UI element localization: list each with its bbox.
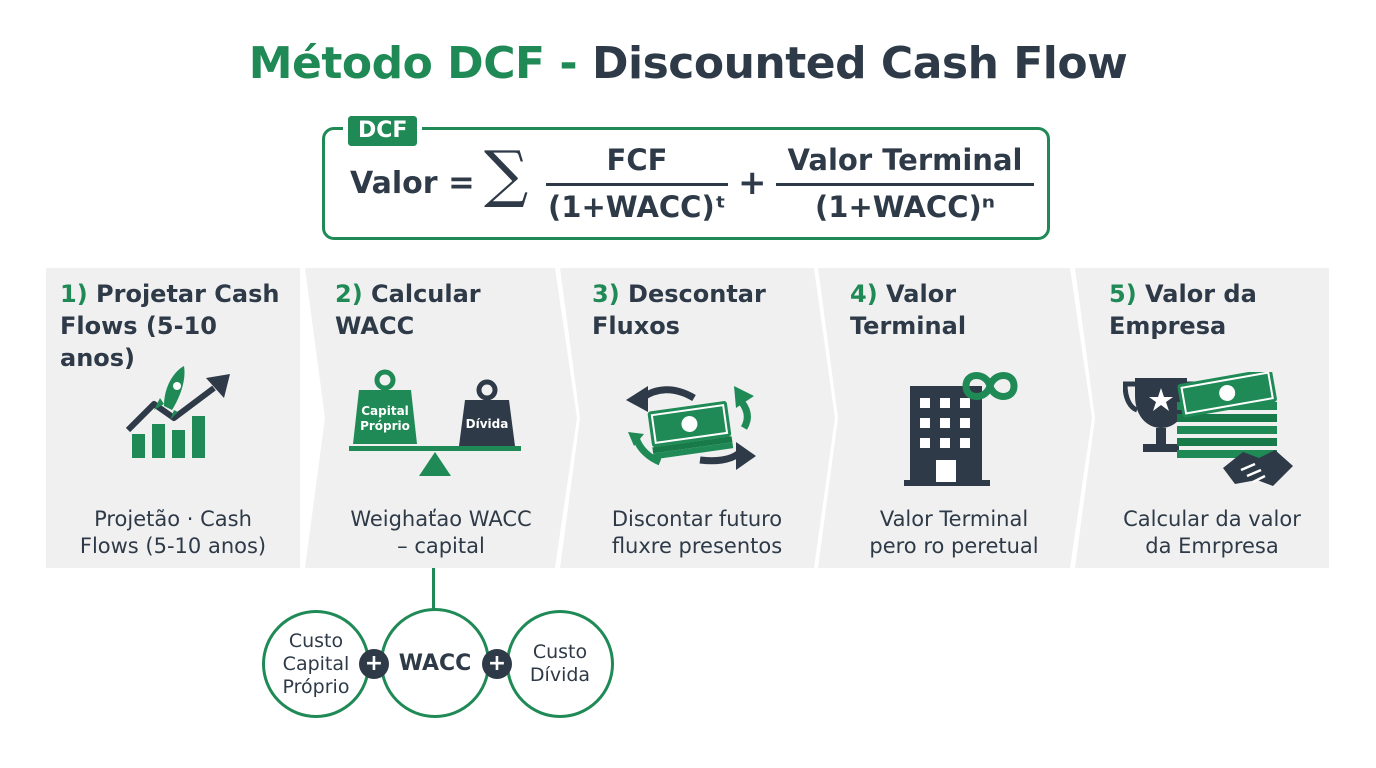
formula-fraction-terminal: Valor Terminal (1+WACC)ⁿ — [776, 143, 1034, 224]
step-desc-line: Discontar futuro — [611, 507, 783, 531]
plus-icon: + — [359, 649, 389, 679]
step-number: 2) — [335, 280, 363, 308]
fraction-numerator: FCF — [606, 143, 668, 177]
circle-text-line: WACC — [398, 650, 472, 676]
step-5-description: Calcular da valor da Emrpresa — [1095, 506, 1329, 560]
step-number: 1) — [60, 280, 88, 308]
weight-label-equity-line: Capital — [361, 404, 409, 418]
circle-text-line: Custo — [532, 641, 588, 663]
weight-label-debt: Dívida — [466, 417, 509, 431]
money-cycle-arrows-icon — [626, 386, 756, 470]
fraction-denominator: (1+WACC)ⁿ — [815, 190, 995, 224]
step-desc-line: pero ro peretual — [869, 534, 1039, 558]
weight-label-equity-line: Próprio — [360, 419, 410, 433]
step-desc-line: Calcular da valor — [1123, 507, 1301, 531]
step-title-line: Valor da — [1136, 280, 1257, 308]
step-title-line: Empresa — [1109, 312, 1227, 340]
fraction-denominator: (1+WACC)ᵗ — [548, 190, 726, 224]
step-2-description: Weighaťao WACC – capital — [325, 506, 557, 560]
step-desc-line: – capital — [397, 534, 485, 558]
step-4-description: Valor Terminal pero ro peretual — [838, 506, 1070, 560]
step-desc-line: da Emrpresa — [1145, 534, 1279, 558]
step-number: 3) — [592, 280, 620, 308]
building-infinity-icon — [904, 372, 1018, 486]
circle-text-line: Próprio — [282, 675, 350, 698]
fraction-numerator: Valor Terminal — [787, 143, 1023, 177]
rocket-growth-chart-icon — [125, 366, 230, 458]
formula-tag: DCF — [342, 111, 423, 151]
formula-lhs: Valor — [350, 166, 438, 201]
step-5-panel: 5) Valor da Empresa Calcular da valor da E… — [1075, 268, 1329, 568]
fraction-bar — [776, 183, 1034, 186]
step-title-line: Descontar — [619, 280, 766, 308]
step-5-title: 5) Valor da Empresa — [1109, 278, 1257, 342]
title-subtitle: Discounted Cash Flow — [591, 38, 1128, 89]
step-title-line: Terminal — [850, 312, 967, 340]
step-desc-line: Weighaťao WACC — [350, 507, 532, 531]
step-desc-line: Flows (5-10 anos) — [79, 534, 267, 558]
formula-box — [322, 127, 1050, 240]
formula-plus: + — [738, 163, 767, 203]
title-method: Método DCF — [248, 38, 545, 89]
circle-text-line: Dívida — [529, 664, 591, 686]
wacc-connector-line — [432, 568, 435, 610]
circle-wacc: WACC — [380, 608, 490, 718]
formula-sigma: ∑ — [484, 137, 529, 210]
page-title: Método DCF - Discounted Cash Flow — [0, 38, 1376, 89]
trophy-money-handshake-icon — [1123, 372, 1293, 486]
step-3-description: Discontar futuro fluxre presentos — [580, 506, 814, 560]
step-number: 4) — [850, 280, 878, 308]
step-title-line: Valor — [877, 280, 957, 308]
title-separator: - — [544, 38, 592, 89]
step-desc-line: Projetão · Cash — [94, 507, 252, 531]
step-number: 5) — [1109, 280, 1137, 308]
step-desc-line: fluxre presentos — [611, 534, 783, 558]
circle-text-line: Custo — [288, 629, 344, 652]
step-title-line: Calcular — [362, 280, 481, 308]
step-desc-line: Valor Terminal — [879, 507, 1029, 531]
formula-fraction-fcf: FCF (1+WACC)ᵗ — [546, 143, 728, 224]
step-title-line: Flows (5-10 anos) — [60, 312, 217, 372]
plus-icon: + — [482, 649, 512, 679]
balance-scale-icon: Capital Próprio Dívida — [349, 369, 521, 476]
circle-text-line: Capital — [282, 652, 350, 675]
step-title-line: Projetar Cash — [87, 280, 280, 308]
step-title-line: WACC — [335, 312, 415, 340]
step-title-line: Fluxos — [592, 312, 680, 340]
formula-equals: = — [448, 163, 475, 201]
fraction-bar — [546, 183, 728, 186]
